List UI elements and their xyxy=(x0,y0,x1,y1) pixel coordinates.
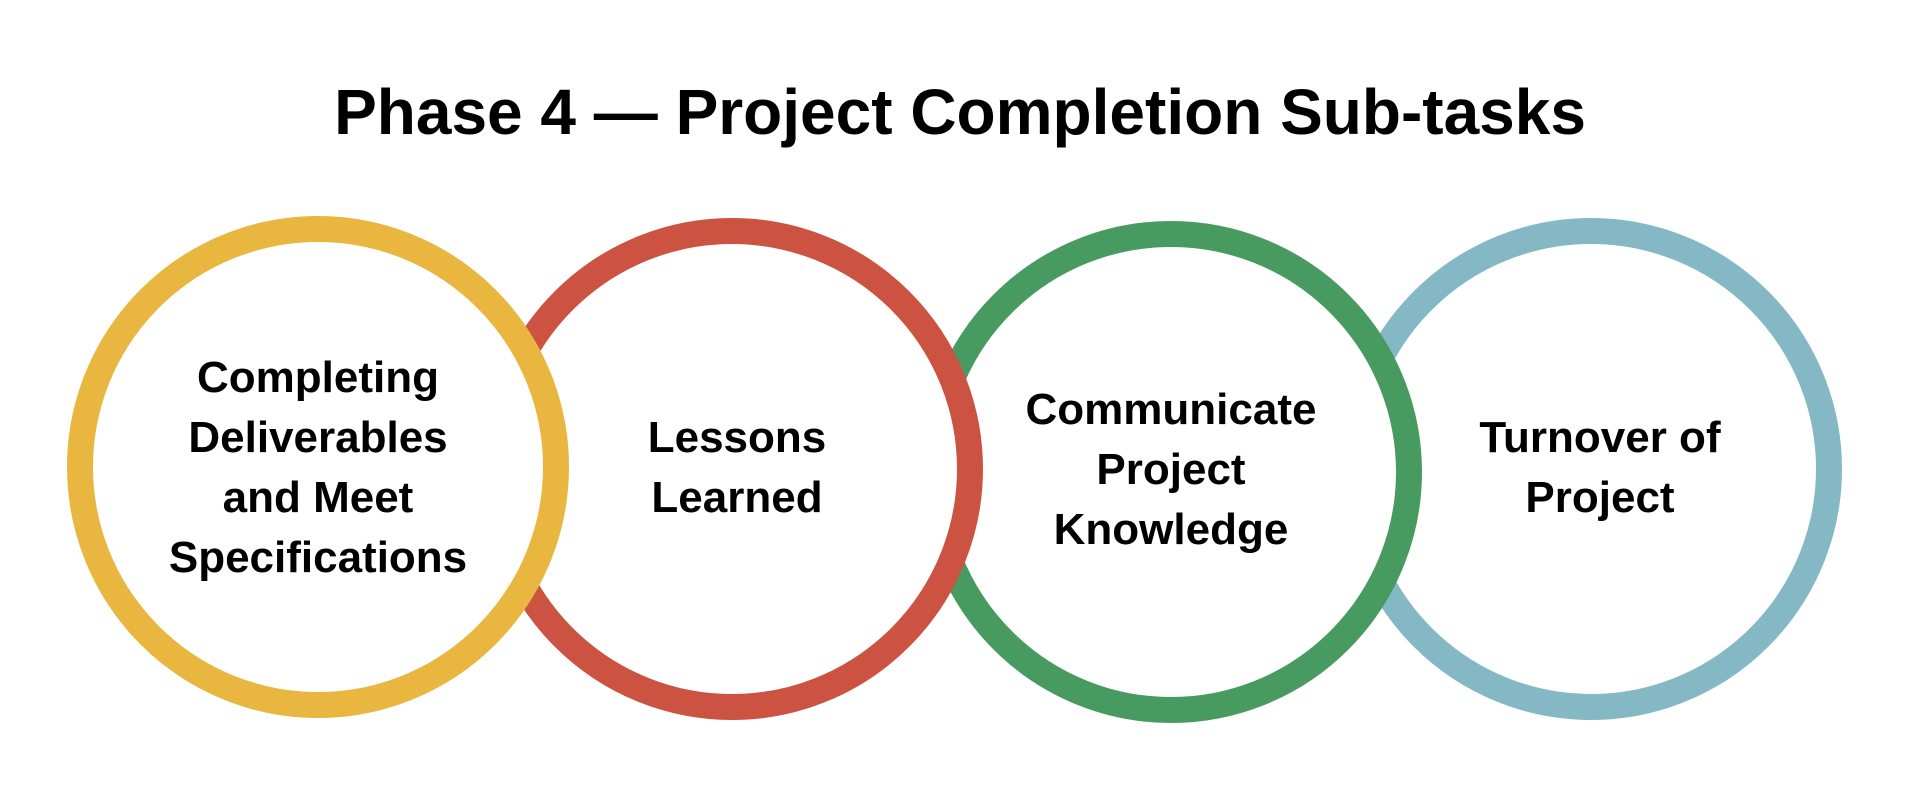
label-line: Lessons xyxy=(647,413,827,462)
label-line: Completing xyxy=(197,353,439,402)
subtask-label-completing-deliverables: Completing Deliverables and Meet Specifi… xyxy=(108,348,528,588)
label-line: Turnover of xyxy=(1479,413,1721,462)
subtask-label-lessons-learned: Lessons Learned xyxy=(527,408,947,528)
label-line: Knowledge xyxy=(1053,505,1289,554)
label-line: Project xyxy=(1096,445,1246,494)
label-line: Communicate xyxy=(1025,385,1317,434)
label-line: and Meet xyxy=(222,473,414,522)
label-line: Learned xyxy=(651,473,823,522)
label-line: Deliverables xyxy=(188,413,448,462)
subtask-label-communicate-project-knowledge: Communicate Project Knowledge xyxy=(961,380,1381,560)
subtask-label-turnover-of-project: Turnover of Project xyxy=(1390,408,1810,528)
label-line: Project xyxy=(1525,473,1675,522)
diagram-title: Phase 4 — Project Completion Sub-tasks xyxy=(334,76,1586,148)
label-line: Specifications xyxy=(168,533,468,582)
